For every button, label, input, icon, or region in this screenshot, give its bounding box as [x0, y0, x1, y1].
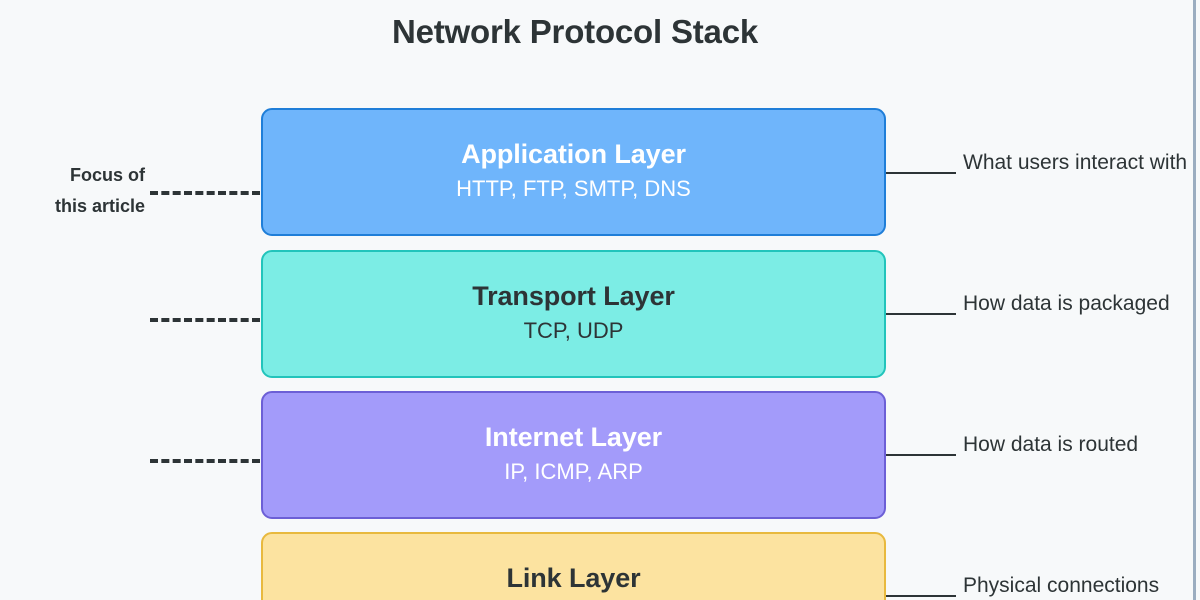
- focus-annotation-line2: this article: [54, 195, 145, 216]
- solid-connector-link: [886, 595, 956, 597]
- layer-title-application: Application Layer: [461, 139, 686, 170]
- focus-annotation: Focus of this article: [0, 160, 145, 222]
- layer-protocols-transport: TCP, UDP: [523, 318, 624, 344]
- layer-title-link: Link Layer: [506, 563, 641, 594]
- solid-connector-application: [886, 172, 956, 174]
- layer-box-link[interactable]: Link Layer Ethernet, Wi-Fi: [261, 532, 886, 600]
- solid-connector-transport: [886, 313, 956, 315]
- layer-box-transport[interactable]: Transport Layer TCP, UDP: [261, 250, 886, 378]
- layer-title-internet: Internet Layer: [484, 422, 663, 453]
- page-right-border: [1193, 0, 1196, 600]
- dashed-connector-application: [150, 191, 260, 195]
- layer-description-link: Physical connections: [963, 574, 1160, 597]
- solid-connector-internet: [886, 454, 956, 456]
- diagram-title: Network Protocol Stack: [391, 13, 759, 50]
- layer-protocols-application: HTTP, FTP, SMTP, DNS: [456, 176, 691, 202]
- dashed-connector-internet: [150, 459, 260, 463]
- layer-description-application: What users interact with: [963, 151, 1188, 174]
- layer-box-internet[interactable]: Internet Layer IP, ICMP, ARP: [261, 391, 886, 519]
- focus-annotation-line1: Focus of: [70, 165, 145, 185]
- layer-title-transport: Transport Layer: [472, 281, 675, 312]
- dashed-connector-transport: [150, 318, 260, 322]
- layer-description-internet: How data is routed: [963, 433, 1139, 456]
- layer-box-application[interactable]: Application Layer HTTP, FTP, SMTP, DNS: [261, 108, 886, 236]
- layer-description-transport: How data is packaged: [963, 292, 1170, 315]
- layer-protocols-internet: IP, ICMP, ARP: [504, 459, 643, 485]
